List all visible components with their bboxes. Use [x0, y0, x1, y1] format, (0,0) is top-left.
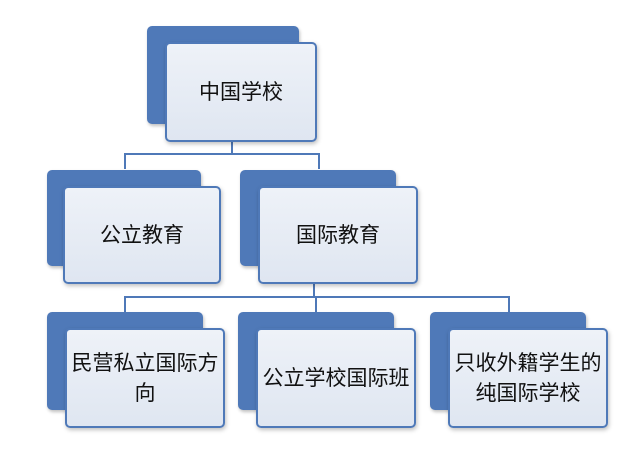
node-label: 民营私立国际方向 [71, 351, 219, 405]
node-private-international: 民营私立国际方向 [47, 312, 225, 430]
node-international-education: 国际教育 [240, 170, 418, 286]
connector-to-foreign-school [508, 296, 510, 312]
node-foreign-only-international-school: 只收外籍学生的纯国际学校 [430, 312, 608, 430]
connector-level1-bar [124, 153, 319, 155]
connector-to-private [124, 296, 126, 312]
connector-root-down [231, 140, 233, 154]
connector-to-public [124, 153, 126, 169]
node-label: 中国学校 [199, 80, 283, 104]
node-label: 公立教育 [100, 223, 184, 247]
node-label: 公立学校国际班 [262, 366, 410, 390]
connector-to-public-intl [315, 296, 317, 312]
node-china-schools: 中国学校 [147, 26, 319, 144]
connector-international-down [313, 282, 315, 297]
node-public-education: 公立教育 [47, 170, 221, 286]
node-public-school-international-class: 公立学校国际班 [238, 312, 416, 430]
node-label: 只收外籍学生的纯国际学校 [454, 351, 602, 405]
connector-level2-bar [124, 296, 510, 298]
node-label: 国际教育 [296, 223, 380, 247]
connector-to-international [318, 153, 320, 169]
